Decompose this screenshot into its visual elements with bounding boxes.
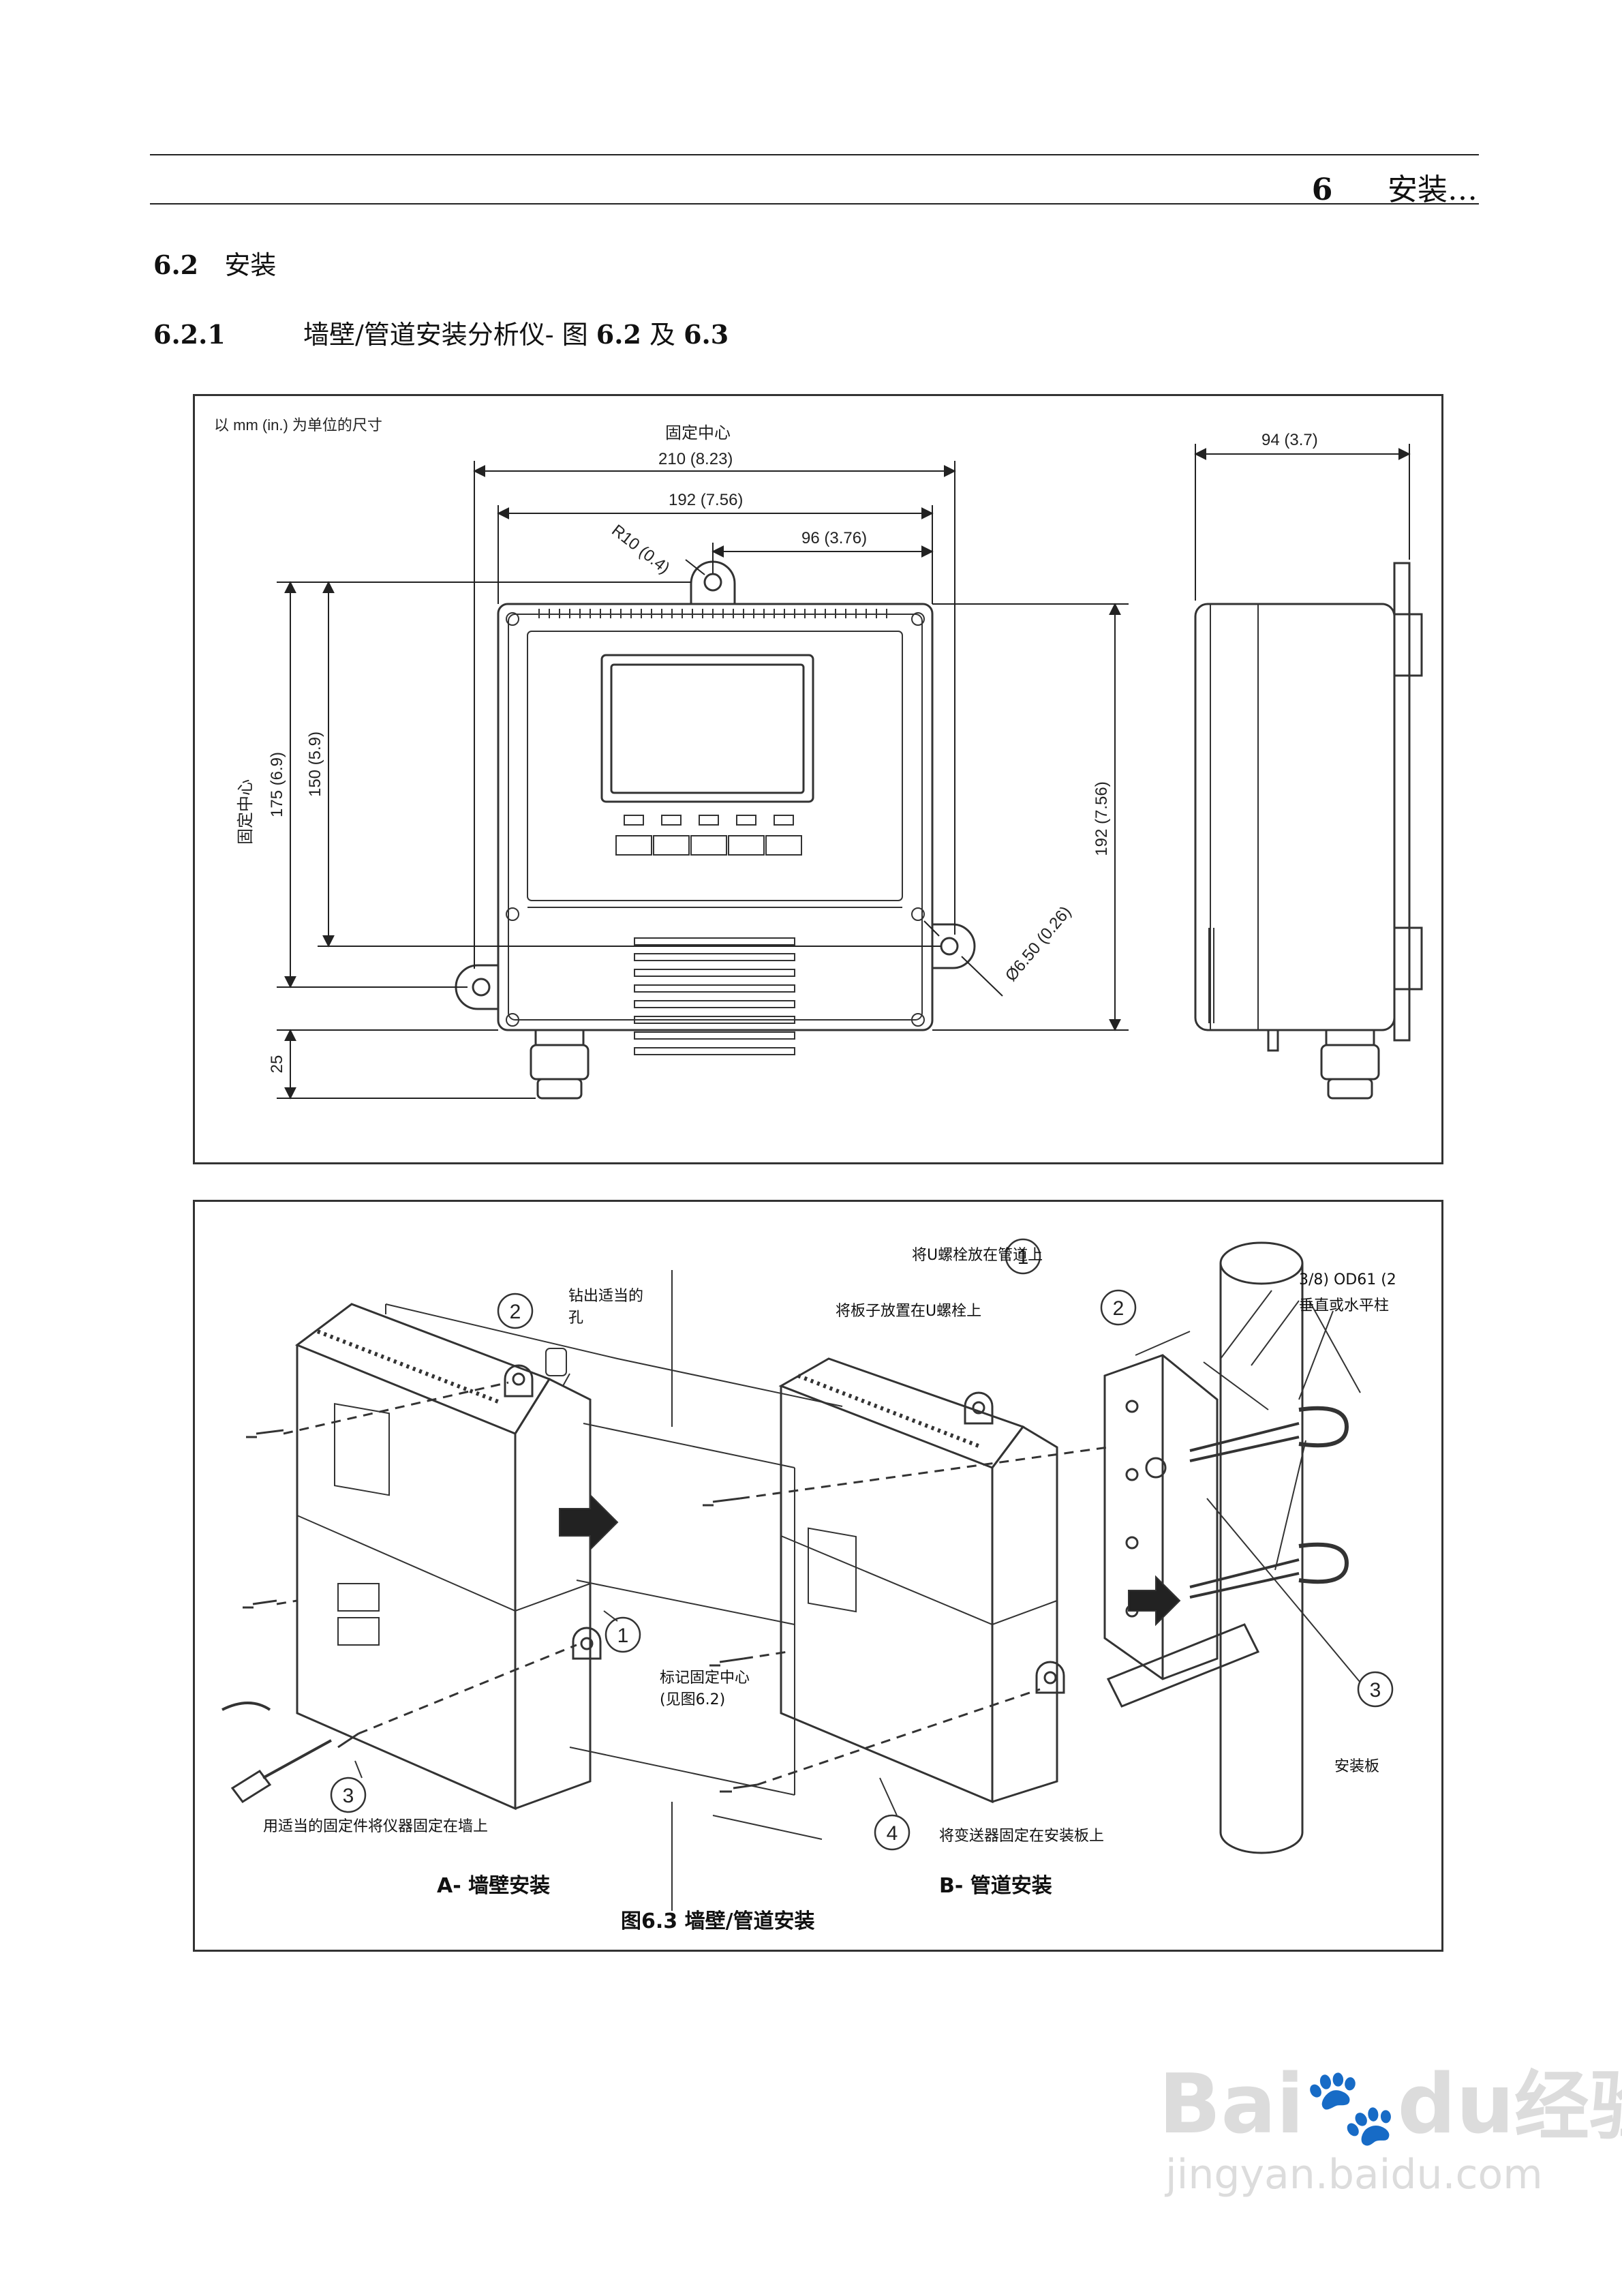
figure-caption: 图6.3 墙壁/管道安装 <box>621 1909 815 1933</box>
units-note: 以 mm (in.) 为单位的尺寸 <box>214 417 382 434</box>
dim-150: 150 (5.9) <box>306 731 324 797</box>
dim-96: 96 (3.76) <box>801 529 867 547</box>
watermark-suffix: 经验 <box>1514 2063 1622 2150</box>
watermark-url: jingyan.baidu.com <box>1165 2151 1543 2199</box>
analyzer-wall <box>294 1303 592 1811</box>
section-title: 安装 <box>224 250 277 280</box>
analyzer-pipe <box>778 1357 1058 1804</box>
chapter-header: 6 安装… <box>1312 165 1478 209</box>
chapter-number: 6 <box>1311 172 1333 207</box>
pipe-note-line2: 垂直或水平柱 <box>1299 1297 1390 1314</box>
pipe-step2: 将板子放置在U螺栓上 <box>836 1303 982 1320</box>
wall-step1-line2: (见图6.2) <box>660 1691 726 1708</box>
dim-v-fix-center: 固定中心 <box>236 779 255 845</box>
pipe <box>1219 1241 1304 1854</box>
label-wall-mount: A- 墙壁安装 <box>437 1874 551 1898</box>
dim-192-top: 192 (7.56) <box>669 491 743 509</box>
callout-pipe-4: 4 <box>887 1822 898 1845</box>
callout-pipe-3: 3 <box>1370 1679 1381 1702</box>
pipe-step1: 将U螺栓放在管道上 <box>912 1247 1043 1264</box>
paw-icon: 🐾 <box>1304 2063 1398 2150</box>
watermark-brand2: du <box>1397 2057 1514 2152</box>
wall-step1-line1: 标记固定中心 <box>660 1670 750 1687</box>
callout-wall-3: 3 <box>343 1785 354 1807</box>
subsection-number: 6.2.1 <box>153 319 226 350</box>
dimension-figure: 以 mm (in.) 为单位的尺寸 固定中心 210 (8.23) 192 (7… <box>193 394 1443 1164</box>
subsection-title: 墙壁/管道安装分析仪- 图 <box>303 320 596 350</box>
wall-step2-line1: 钻出适当的 <box>568 1288 644 1305</box>
subsection-ref-a: 6.2 <box>596 319 641 350</box>
wall-step3: 用适当的固定件将仪器固定在墙上 <box>263 1818 489 1835</box>
chapter-title: 安装… <box>1388 172 1478 207</box>
callout-wall-2: 2 <box>510 1301 521 1323</box>
dim-210: 210 (8.23) <box>658 450 733 468</box>
section-heading: 6.2 安装 <box>153 244 276 282</box>
pipe-step3: 安装板 <box>1334 1758 1380 1775</box>
dim-hole: Ø6.50 (0.26) <box>1002 903 1075 985</box>
subsection-heading: 6.2.1 墙壁/管道安装分析仪- 图 6.2 及 6.3 <box>153 314 729 351</box>
dim-175: 175 (6.9) <box>268 752 286 817</box>
pipe-note-line1: 3/8) OD61 (2 <box>1299 1271 1396 1288</box>
callout-pipe-1: 1 <box>1017 1246 1029 1269</box>
dim-radius: R10 (0.4) <box>608 521 673 577</box>
dim-94: 94 (3.7) <box>1261 431 1318 449</box>
install-figure: 1 2 3 2 1 3 4 钻出适当的 孔 标记固定中心 (见图6.2) 用适当… <box>193 1200 1443 1952</box>
subsection-ref-b: 6.3 <box>684 319 729 350</box>
dim-192-right: 192 (7.56) <box>1092 781 1111 856</box>
header-rule-bottom <box>150 203 1479 205</box>
dim-25: 25 <box>268 1055 286 1074</box>
watermark-logo: Bai🐾du经验 <box>1159 2045 1622 2154</box>
pipe-step4: 将变送器固定在安装板上 <box>939 1828 1105 1845</box>
subsection-conj: 及 <box>641 320 684 350</box>
callout-pipe-2: 2 <box>1113 1297 1124 1320</box>
wall-step2-line2: 孔 <box>568 1310 584 1327</box>
section-number: 6.2 <box>153 250 199 280</box>
mounting-plate <box>1103 1354 1260 1708</box>
wall-bricks <box>385 1270 843 1911</box>
side-view <box>1194 562 1423 1100</box>
dimension-drawing: 以 mm (in.) 为单位的尺寸 固定中心 210 (8.23) 192 (7… <box>214 417 1423 1100</box>
watermark-brand: Bai <box>1159 2057 1304 2152</box>
callout-wall-1: 1 <box>617 1625 629 1647</box>
header-rule-top <box>150 154 1479 155</box>
fix-center-label: 固定中心 <box>665 424 731 442</box>
install-drawing: 1 2 3 2 1 3 4 <box>221 1238 1394 1911</box>
front-view <box>455 560 976 1100</box>
label-pipe-mount: B- 管道安装 <box>939 1874 1052 1898</box>
